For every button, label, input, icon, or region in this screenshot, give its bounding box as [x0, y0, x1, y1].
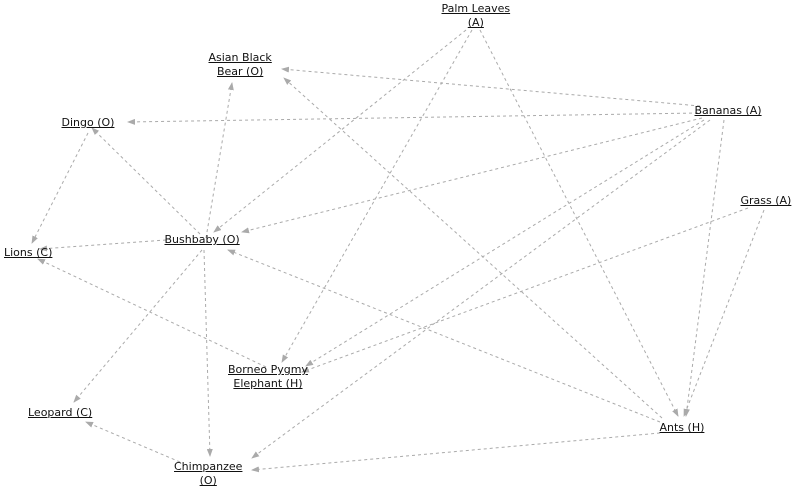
edge-bushbaby-to-lions [39, 239, 167, 252]
node-label: Leopard (C) [28, 406, 93, 419]
node-label: Chimpanzee [174, 460, 243, 473]
node-label: Borneo Pygmy [228, 363, 308, 376]
node-label: Bear (O) [216, 65, 264, 78]
edge-bananas-to-bear [281, 66, 701, 107]
node-dingo: Dingo (O) [62, 116, 115, 130]
node-chimp: Chimpanzee(O) [174, 460, 242, 488]
edge-chimp-to-leopard [85, 421, 181, 463]
node-label: Ants (H) [659, 421, 705, 434]
node-label: Palm Leaves [441, 2, 511, 15]
node-leopard: Leopard (C) [28, 406, 92, 420]
edge-bushbaby-to-dingo [91, 127, 201, 235]
edge-ants-to-bear [283, 77, 663, 419]
node-label: (A) [467, 16, 484, 29]
node-ants: Ants (H) [660, 421, 705, 435]
edge-palm-to-ants [479, 29, 679, 417]
edge-grass-to-elephant [301, 207, 749, 373]
edge-bananas-to-ants [683, 119, 725, 417]
edge-grass-to-ants [683, 209, 765, 417]
edge-bushbaby-to-leopard [73, 249, 203, 403]
edge-bushbaby-to-bear [205, 82, 234, 239]
node-label: Grass (A) [740, 194, 792, 207]
edge-bananas-to-elephant [305, 119, 705, 367]
node-palm: Palm Leaves(A) [442, 2, 511, 30]
edge-ants-to-bushbaby [227, 249, 661, 423]
node-label: (O) [199, 474, 217, 487]
edge-bananas-to-dingo [127, 112, 699, 125]
edge-bushbaby-to-chimp [203, 249, 213, 457]
node-label: Lions (C) [4, 246, 53, 259]
edge-palm-to-elephant [281, 29, 473, 363]
node-label: Asian Black [208, 51, 272, 64]
node-label: Bushbaby (O) [164, 233, 240, 246]
edge-dingo-to-lions [31, 132, 89, 244]
node-label: Dingo (O) [61, 116, 115, 129]
edge-ants-to-chimp [251, 432, 661, 473]
node-lions: Lions (C) [4, 246, 52, 260]
edge-bananas-to-chimp [251, 119, 711, 459]
node-label: Bananas (A) [694, 104, 762, 117]
edge-elephant-to-lions [37, 258, 267, 368]
node-bushbaby: Bushbaby (O) [165, 233, 240, 247]
edge-bananas-to-bushbaby [241, 117, 703, 234]
node-bananas: Bananas (A) [695, 104, 762, 118]
node-grass: Grass (A) [741, 194, 792, 208]
node-label: Elephant (H) [233, 377, 303, 390]
